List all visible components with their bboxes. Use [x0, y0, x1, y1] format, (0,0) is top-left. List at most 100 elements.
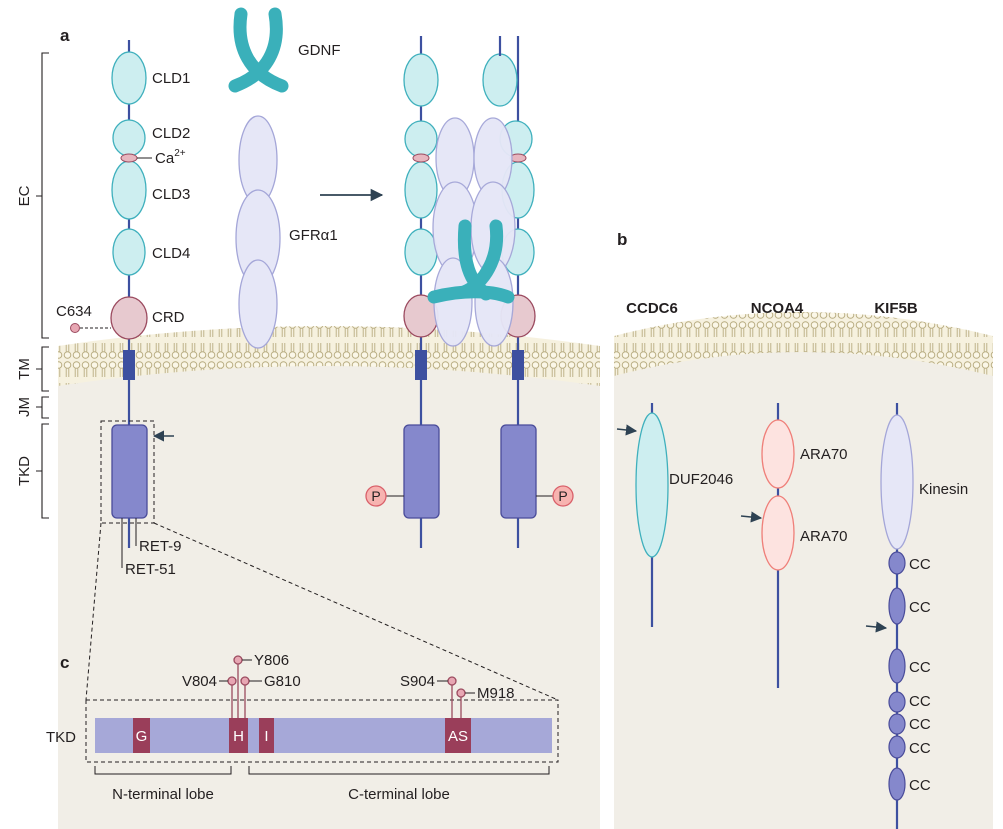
y806-label: Y806	[254, 652, 289, 669]
segment-h-label: H	[233, 728, 244, 745]
gdnf-label: GDNF	[298, 42, 341, 59]
kinase-domain	[111, 424, 148, 519]
cld1-label: CLD1	[152, 70, 190, 87]
y806-site	[233, 655, 243, 665]
gdnf-arm-left	[233, 7, 289, 93]
ret-left-tm	[415, 350, 427, 380]
tm-bracket	[36, 346, 49, 392]
cytoplasm-b	[614, 346, 993, 829]
ec-bracket	[36, 52, 49, 339]
cld2-label: CLD2	[152, 125, 190, 142]
ccdc6-breakpoint-arrow	[616, 424, 638, 436]
ret-right-kinase	[500, 424, 537, 519]
ccdc6-name: CCDC6	[626, 300, 678, 317]
ncoa4-fusion	[740, 403, 795, 688]
segment-i	[259, 718, 274, 753]
ncoa4-breakpoint-arrow	[740, 511, 763, 523]
segment-as-label: AS	[448, 728, 468, 745]
cld4-label: CLD4	[152, 245, 190, 262]
kif5b-fusion	[865, 403, 914, 829]
gdnf-arm-right	[228, 7, 283, 93]
c634-site	[70, 323, 80, 333]
duf2046-domain	[635, 412, 669, 558]
g810-site	[240, 676, 250, 686]
kinesin-domain	[880, 414, 914, 550]
gdnf-ligand	[228, 7, 289, 93]
phospho-right-label: P	[558, 488, 567, 504]
ret51-label: RET-51	[125, 561, 176, 578]
cld2-domain	[112, 119, 146, 157]
tkd-region-label: TKD	[16, 456, 33, 486]
ara70-label-1: ARA70	[800, 446, 848, 463]
segment-g	[133, 718, 150, 753]
ara70-label-2: ARA70	[800, 528, 848, 545]
n-lobe-bracket	[94, 766, 232, 775]
cc-domain-4	[888, 691, 906, 713]
cc-label-1: CC	[909, 556, 931, 573]
s904-site	[447, 676, 457, 686]
ara70-domain-2	[761, 495, 795, 571]
gdnf-bound-arm-3	[427, 285, 515, 304]
cc-domain-2	[888, 587, 906, 625]
panel-c-letter: c	[60, 653, 69, 672]
region-brackets	[36, 52, 49, 519]
ccdc6-fusion	[616, 403, 669, 627]
ret-dimer: P P	[365, 36, 574, 548]
segment-h	[229, 718, 248, 753]
ret-left-cld4	[404, 228, 438, 276]
phospho-right	[552, 485, 574, 507]
cc-domain-3	[888, 648, 906, 684]
c634-label: C634	[56, 303, 92, 320]
cld4-domain	[112, 228, 146, 276]
crd-domain	[110, 296, 148, 340]
calcium-ion	[120, 153, 138, 163]
membrane-b	[614, 312, 993, 376]
cld3-domain	[111, 160, 147, 220]
cc-label-4: CC	[909, 693, 931, 710]
v804-site	[227, 676, 237, 686]
kif5b-name: KIF5B	[874, 300, 918, 317]
ret-left-cld1	[403, 53, 439, 107]
ret-monomer	[110, 40, 148, 548]
cld1-domain	[111, 51, 147, 105]
mutation-leaders	[219, 659, 475, 694]
gfra1-coreceptor	[235, 115, 281, 349]
v804-label: V804	[182, 673, 217, 690]
mutation-pins	[227, 655, 466, 718]
lobe-brackets	[94, 766, 550, 775]
crd-label: CRD	[152, 309, 185, 326]
cc-domain-7	[888, 767, 906, 801]
ec-label: EC	[16, 185, 33, 206]
jm-label: JM	[16, 397, 33, 417]
cc-domains	[888, 551, 906, 801]
cc-label-7: CC	[909, 777, 931, 794]
cc-label-3: CC	[909, 659, 931, 676]
g810-label: G810	[264, 673, 301, 690]
zoom-line-right	[153, 522, 559, 701]
cc-domain-1	[888, 551, 906, 575]
cc-label-6: CC	[909, 740, 931, 757]
panel-a-letter: a	[60, 26, 70, 45]
gfra1-label: GFRα1	[289, 227, 338, 244]
phospho-left	[365, 485, 387, 507]
s904-label: S904	[400, 673, 435, 690]
gdnf-bound	[427, 219, 515, 304]
tkd-bracket	[36, 423, 49, 519]
cld3-label: CLD3	[152, 186, 190, 203]
ara70-domain-1	[761, 419, 795, 489]
cc-label-5: CC	[909, 716, 931, 733]
tkd-bar	[95, 718, 552, 753]
ca-label: Ca2+	[155, 148, 186, 167]
tm-label: TM	[16, 358, 33, 380]
cc-label-2: CC	[909, 599, 931, 616]
tkd-bar-label: TKD	[46, 729, 76, 746]
membrane-a	[58, 326, 600, 386]
tkd-zoom-box	[85, 699, 559, 763]
ca-superscript: 2+	[174, 148, 186, 159]
cytoplasm-a	[58, 360, 600, 829]
c-lobe-bracket	[248, 766, 550, 775]
n-lobe-label: N-terminal lobe	[112, 786, 214, 803]
ret-left-cld3	[404, 161, 438, 219]
gfra1-domain-3	[238, 259, 278, 349]
